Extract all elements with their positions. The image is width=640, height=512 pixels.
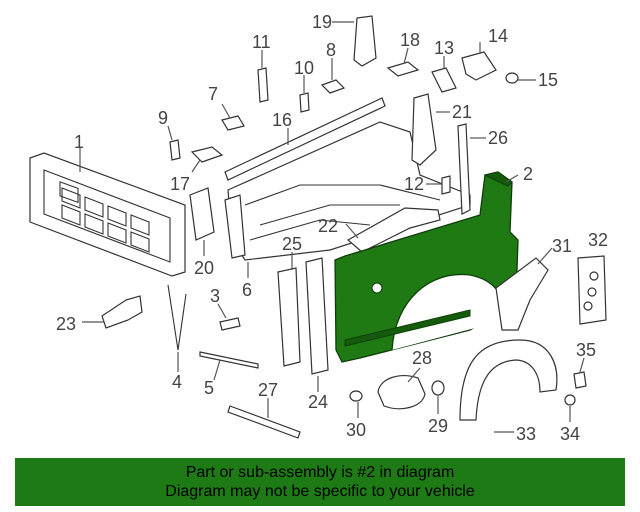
part-1-tailgate: [29, 152, 186, 277]
part-28-fuel-door-housing: [377, 375, 426, 410]
part-11-latch: [257, 67, 269, 103]
part-12-clip: [441, 175, 451, 195]
callout-35: 35: [576, 340, 596, 360]
part-17-clip: [190, 146, 224, 163]
callout-16: 16: [272, 110, 292, 130]
part-5-rod: [199, 351, 259, 369]
part-34-fastener: [564, 394, 576, 406]
callout-3: 3: [210, 286, 220, 306]
part-10-clip: [299, 92, 310, 113]
callout-30: 30: [346, 420, 366, 440]
part-26-strip: [457, 123, 471, 215]
callout-11: 11: [252, 32, 271, 52]
callout-19: 19: [312, 12, 332, 32]
callout-1: 1: [74, 132, 84, 152]
part-8-cap: [320, 79, 346, 94]
callout-23: 23: [56, 314, 76, 334]
callout-33: 33: [516, 424, 536, 444]
part-33-wheelhouse-liner: [459, 339, 558, 421]
callout-15: 15: [538, 70, 558, 90]
banner-line-1: Part or sub-assembly is #2 in diagram: [185, 464, 455, 481]
callout-2: 2: [523, 164, 533, 184]
callout-34: 34: [560, 424, 580, 444]
callout-10: 10: [294, 58, 314, 78]
callout-7: 7: [208, 84, 218, 104]
part-6-bed-box: [224, 121, 471, 261]
callout-31: 31: [552, 236, 572, 256]
callout-29: 29: [428, 416, 448, 436]
part-23-bracket: [101, 295, 143, 329]
callout-18: 18: [400, 30, 420, 50]
callout-6: 6: [242, 280, 252, 300]
callout-13: 13: [434, 38, 454, 58]
part-30-bolt: [349, 390, 363, 402]
part-15-nut: [505, 72, 519, 84]
callout-25: 25: [282, 234, 302, 254]
part-24-pillar: [305, 257, 329, 375]
callout-5: 5: [204, 378, 214, 398]
part-13-bracket: [431, 67, 457, 93]
callout-28: 28: [412, 348, 432, 368]
part-29-grommet: [431, 380, 445, 396]
part-4-support-cable: [167, 284, 187, 351]
part-18-plate: [386, 61, 420, 77]
part-21-reinforcement: [411, 93, 437, 166]
part-35-clip: [573, 371, 587, 389]
callout-20: 20: [194, 258, 214, 278]
part-31-splash-shield: [495, 257, 549, 331]
callout-14: 14: [488, 26, 508, 46]
callout-4: 4: [172, 372, 182, 392]
callout-26: 26: [488, 128, 508, 148]
callout-32: 32: [588, 230, 608, 250]
callout-12: 12: [404, 174, 424, 194]
callout-24: 24: [308, 392, 328, 412]
part-16-bed-rail: [224, 97, 386, 181]
part-27-rail-strip: [227, 405, 301, 439]
callout-9: 9: [158, 108, 168, 128]
banner-line-2: Diagram may not be specific to your vehi…: [165, 483, 475, 500]
callout-22: 22: [318, 216, 338, 236]
callout-27: 27: [258, 380, 278, 400]
callout-21: 21: [452, 102, 472, 122]
part-3-pin: [219, 317, 241, 331]
part-20-bracket: [189, 187, 215, 241]
part-25-pillar: [277, 267, 301, 367]
part-9-bracket: [169, 139, 181, 161]
info-banner: Part or sub-assembly is #2 in diagram Di…: [15, 458, 625, 506]
part-14-bracket: [461, 51, 497, 81]
callout-8: 8: [326, 40, 336, 60]
parts-diagram: 1 2 3 4 5 6 7 8 9 10 11 12 13 14 15 16 1…: [29, 12, 608, 444]
callout-17: 17: [170, 174, 190, 194]
part-7-bracket: [221, 115, 245, 131]
part-19-post: [353, 15, 377, 67]
